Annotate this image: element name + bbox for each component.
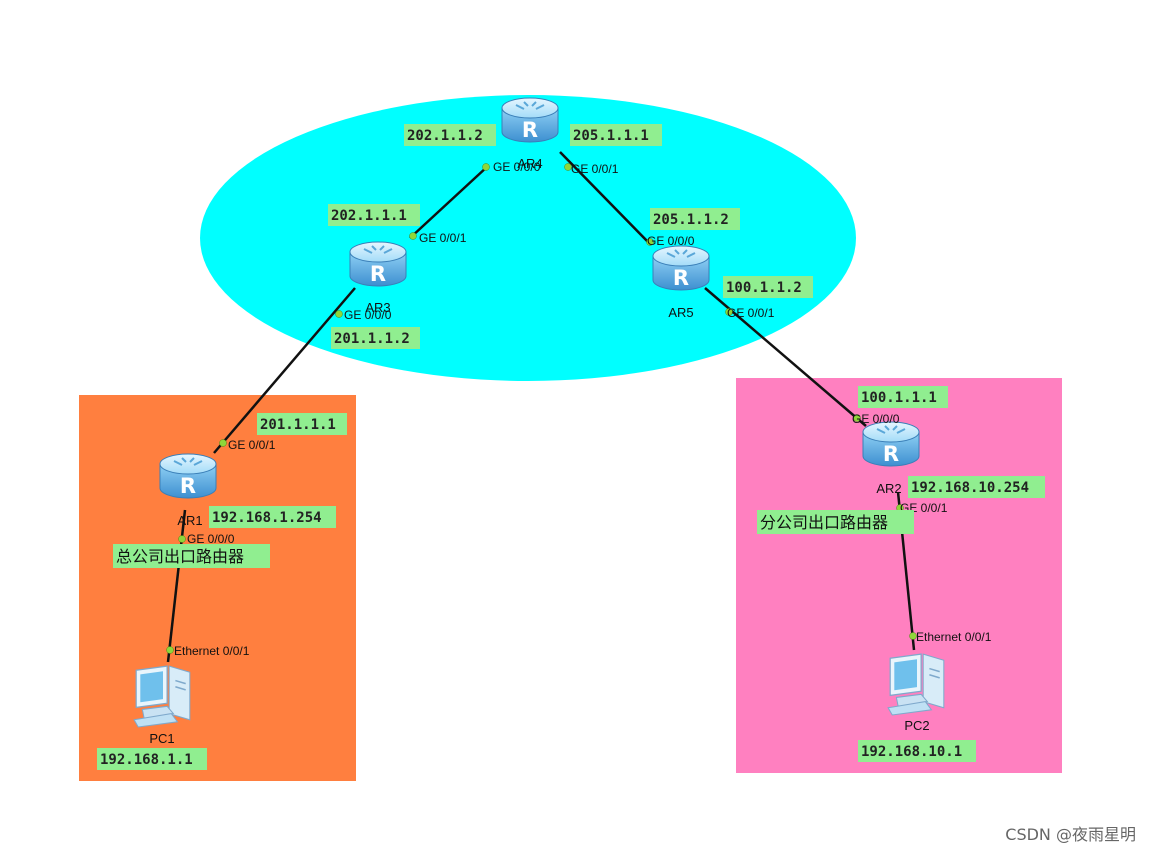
branch-router-label: 分公司出口路由器: [760, 513, 888, 532]
ip-pc1: 192.168.1.1: [100, 752, 193, 768]
ar5-g001-label: GE 0/0/1: [727, 306, 775, 320]
router-ar5-icon[interactable]: [652, 245, 710, 291]
ip-ar4-right: 205.1.1.1: [573, 128, 649, 144]
ip-ar2-top: 100.1.1.1: [861, 390, 937, 406]
ar3-g001-label: GE 0/0/1: [419, 231, 467, 245]
hq-router-label: 总公司出口路由器: [116, 547, 244, 566]
link-ar3-ar4: [409, 165, 489, 239]
router-ar1-icon[interactable]: [159, 453, 217, 499]
ar2-g000-label: GE 0/0/0: [852, 412, 900, 426]
ar5-name: AR5: [668, 305, 693, 320]
pc2-eth-label: Ethernet 0/0/1: [916, 630, 992, 644]
router-ar2-icon[interactable]: [862, 421, 920, 467]
link-ar4-ar5: [559, 151, 651, 245]
ip-ar1-top: 201.1.1.1: [260, 417, 336, 433]
interface-dots: [166, 163, 917, 654]
watermark: CSDN @夜雨星明: [1005, 825, 1136, 844]
ar4-g001-label: GE 0/0/1: [571, 162, 619, 176]
ip-pc2: 192.168.10.1: [861, 744, 962, 760]
ip-ar5-top: 205.1.1.2: [653, 212, 729, 228]
ar4-name: AR4: [517, 156, 542, 171]
ar5-g000-label: GE 0/0/0: [647, 234, 695, 248]
ip-ar3-top: 202.1.1.1: [331, 208, 407, 224]
ip-ar1-lan: 192.168.1.254: [212, 510, 322, 526]
router-ar4-icon[interactable]: [501, 97, 559, 143]
router-ar3-icon[interactable]: [349, 241, 407, 287]
pc1-name: PC1: [149, 731, 174, 746]
link-ar3-ar1: [213, 287, 356, 454]
ip-ar3-bottom: 201.1.1.2: [334, 331, 410, 347]
ip-ar4-left: 202.1.1.2: [407, 128, 483, 144]
ip-ar5-right: 100.1.1.2: [726, 280, 802, 296]
ar4-g000-label: GE 0/0/0: [493, 160, 541, 174]
ip-ar2-lan: 192.168.10.254: [911, 480, 1029, 496]
pc2-name: PC2: [904, 718, 929, 733]
hq-zone: [79, 395, 356, 781]
ar3-g000-label: GE 0/0/0: [344, 308, 392, 322]
ar1-g000-label: GE 0/0/0: [187, 532, 235, 546]
ar2-name: AR2: [876, 481, 901, 496]
ar3-name: AR3: [365, 300, 390, 315]
ar1-name: AR1: [177, 513, 202, 528]
pc1-eth-label: Ethernet 0/0/1: [174, 644, 250, 658]
ar1-g001-label: GE 0/0/1: [228, 438, 276, 452]
isp-zone: [200, 95, 856, 381]
